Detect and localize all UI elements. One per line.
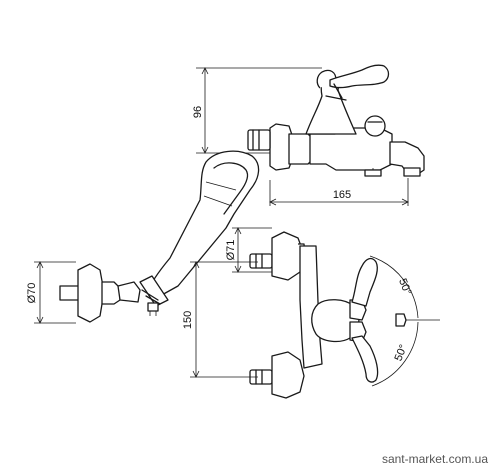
mixer-front-view: Ø71 150 50° 50° [182, 227, 440, 399]
dim-spout-height: 96 [192, 106, 204, 118]
dim-inlet-spacing: 150 [182, 311, 194, 329]
dim-lever-angle-bottom: 50° [393, 343, 410, 363]
shower-holder: Ø70 [26, 261, 141, 324]
watermark: sant-market.com.ua [382, 452, 488, 466]
dim-lever-angle-top: 50° [396, 277, 413, 297]
bath-mixer-side-view: 96 165 [192, 64, 425, 206]
dim-spout-length: 165 [333, 189, 351, 201]
dim-shower-flange: Ø70 [26, 283, 38, 304]
dim-top-flange: Ø71 [225, 240, 237, 261]
hand-shower [139, 150, 260, 316]
